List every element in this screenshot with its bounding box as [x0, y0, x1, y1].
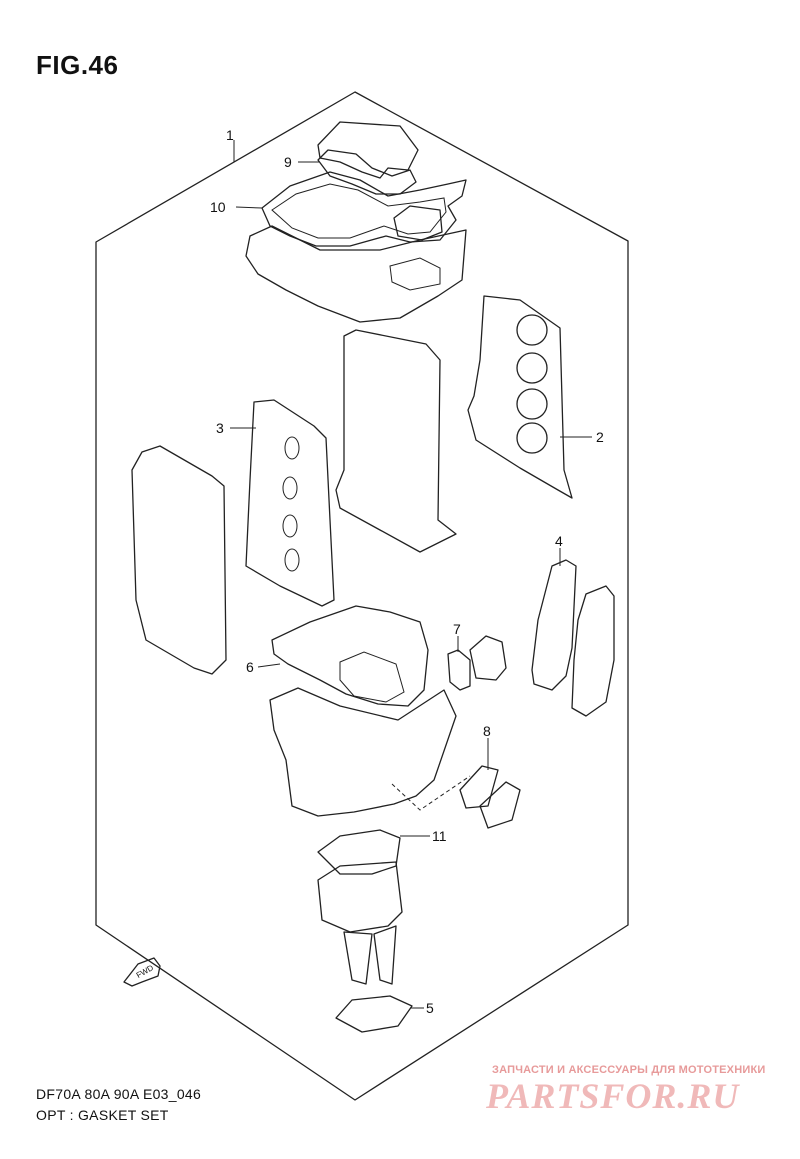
figure-title: FIG.46	[36, 50, 119, 80]
oil-pan-body	[269, 687, 457, 817]
part-11-exhaust-gasket	[317, 829, 403, 985]
part-8-small-gasket	[459, 765, 521, 829]
part-6-adapter-gasket	[271, 605, 429, 707]
part-3-cover-gasket	[245, 399, 335, 607]
callout-4: 4	[555, 533, 563, 549]
part-9-cover-gasket	[317, 121, 419, 195]
callout-8: 8	[483, 723, 491, 739]
callout-11: 11	[432, 828, 447, 844]
part-10-head-cover-gasket	[261, 171, 467, 247]
callout-9: 9	[284, 154, 292, 170]
kit-boundary-frame	[95, 91, 629, 1101]
part-4-side-gasket	[531, 559, 615, 717]
cylinder-block-outline	[335, 329, 457, 553]
footer-set-line: OPT : GASKET SET	[36, 1107, 169, 1123]
leader-6	[257, 663, 281, 668]
head-cover-body	[245, 225, 467, 323]
fwd-arrow-icon	[123, 957, 161, 987]
part-2-head-gasket	[467, 295, 573, 499]
callout-10: 10	[210, 199, 226, 215]
leader-10	[235, 206, 263, 209]
callout-6: 6	[246, 659, 254, 675]
callout-7: 7	[453, 621, 461, 637]
callout-5: 5	[426, 1000, 434, 1016]
footer-model-line: DF70A 80A 90A E03_046	[36, 1086, 202, 1102]
left-side-cover-outline	[131, 445, 227, 675]
part-7-thermostat-gasket	[447, 635, 507, 691]
callout-2: 2	[596, 429, 604, 445]
watermark-brand: PARTSFOR.RU	[486, 1076, 740, 1116]
watermark-tagline: ЗАПЧАСТИ И АКСЕССУАРЫ ДЛЯ МОТОТЕХНИКИ	[492, 1064, 766, 1076]
callout-3: 3	[216, 420, 224, 436]
callout-1: 1	[226, 127, 234, 143]
part-5-plate-gasket	[335, 995, 413, 1033]
